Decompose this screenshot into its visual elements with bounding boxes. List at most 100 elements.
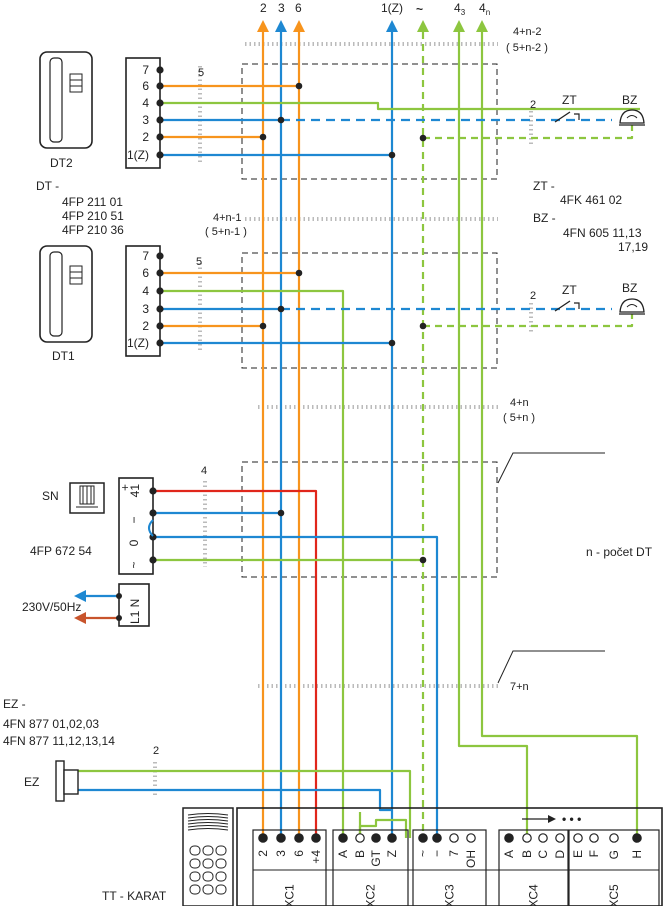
legend-n: n - počet DT: [586, 545, 653, 559]
tt-pin-label-2: 6: [292, 850, 306, 857]
tt-pin-terminal-1: [276, 833, 286, 843]
top-label-6: 6: [295, 1, 302, 15]
tt-pin-terminal-3: [311, 833, 321, 843]
sn-bridge: [148, 519, 154, 537]
wire-green-4-3: [457, 32, 529, 838]
zt-switch-top-icon: [554, 111, 580, 123]
dt2-pin-terminal-5: [156, 151, 164, 159]
dt2-pin-label-0: 7: [142, 63, 149, 77]
wire-dt1-2-dash: [423, 314, 634, 328]
cable-count-dt2: 5: [198, 67, 204, 79]
dt1-pin-label-1: 6: [142, 266, 149, 280]
tt-pin-terminal-2: [294, 833, 304, 843]
top-label-1z: 1(Z): [381, 1, 403, 15]
junction-box-low: [241, 461, 498, 578]
top-label-ac: ~: [416, 2, 423, 16]
zt-label-mid: ZT: [562, 283, 577, 297]
wire-ez-blue: [78, 788, 392, 812]
tt-key-0-2: [215, 845, 227, 856]
dt2-pin-terminal-4: [156, 133, 164, 141]
tt-terminal-block: [236, 807, 663, 906]
tt-group-box-0: [252, 829, 327, 906]
wire-dt2-4: [160, 101, 640, 111]
tt-key-1-0: [189, 858, 201, 869]
top-label-4-3: 43: [454, 1, 466, 17]
bus-low-label-a: 4+n: [510, 397, 529, 409]
tt-pin-label-16: E: [571, 850, 585, 858]
tt-speaker-line-5: [187, 828, 229, 831]
dt1-pin-label-2: 4: [142, 284, 149, 298]
tt-speaker-line-2: [187, 819, 229, 822]
sn-transformer-icon: [69, 482, 105, 514]
ez-lock-icon: [55, 760, 79, 802]
tt-pin-terminal-6: [371, 833, 381, 843]
tt-key-0-1: [202, 845, 214, 856]
dt1-pin-terminal-2: [156, 287, 164, 295]
wire-arrow-icon-4: [417, 20, 429, 32]
junction-dot-2: [259, 133, 267, 141]
bus-sev-label: 7+n: [510, 681, 529, 693]
handset-dt1-icon: [39, 245, 93, 343]
ez-info-code-2: 4FN 877 11,12,13,14: [3, 734, 115, 748]
tt-group-label-4: XC5: [607, 884, 621, 906]
tt-pin-label-19: H: [630, 850, 644, 859]
junction-dot-11: [419, 556, 427, 564]
dt2-pin-label-5: 1(Z): [127, 148, 149, 162]
wire-arrow-icon-1: [275, 20, 287, 32]
tt-pin-terminal-13: [522, 833, 532, 843]
junction-dot-8: [388, 339, 396, 347]
tt-group-box-2: [412, 829, 487, 906]
tt-pin-terminal-18: [609, 833, 619, 843]
cable-count-bz-top: 2: [530, 99, 536, 111]
junction-box-top: [241, 63, 498, 180]
tt-pin-label-18: G: [607, 850, 621, 859]
wires: [78, 32, 640, 838]
tt-key-1-1: [202, 858, 214, 869]
tt-more-dots: • • •: [562, 812, 581, 826]
tt-pin-terminal-0: [258, 833, 268, 843]
sn-pin-ac: ~: [127, 561, 141, 568]
wire-sn-0: [153, 535, 439, 838]
tt-key-0-0: [189, 845, 201, 856]
bz-info-code-1: 4FN 605 11,13: [563, 226, 642, 240]
tt-pin-label-12: A: [502, 850, 516, 858]
dt1-pin-label-0: 7: [142, 249, 149, 263]
sn-pin-0: 0: [127, 539, 141, 546]
sn-pin-minus: −: [127, 516, 141, 523]
tt-pin-label-6: GT: [369, 849, 383, 866]
cable-count-dt1: 5: [196, 256, 202, 268]
dt1-pin-terminal-5: [156, 339, 164, 347]
tt-group-label-0: XC1: [283, 884, 297, 906]
tt-pin-label-15: D: [553, 850, 567, 859]
dt1-terminal-box: [125, 245, 161, 357]
tt-name: TT - KARAT: [102, 889, 167, 903]
bz-info-code-2: 17,19: [618, 240, 648, 254]
dt2-pin-terminal-2: [156, 99, 164, 107]
tt-pin-terminal-4: [338, 833, 348, 843]
cable-count-bz-mid: 2: [530, 290, 536, 302]
ez-info-title: EZ -: [3, 697, 26, 711]
bz-bell-mid-icon: [619, 298, 645, 315]
tt-pin-terminal-9: [432, 833, 442, 843]
dt2-pin-terminal-3: [156, 116, 164, 124]
zt-label-top: ZT: [562, 93, 577, 107]
tt-pin-terminal-5: [355, 833, 365, 843]
tt-group-box-4: [568, 829, 660, 906]
dt1-name: DT1: [52, 349, 75, 363]
tt-pin-label-9: −: [430, 850, 444, 857]
top-label-3: 3: [278, 1, 285, 15]
tt-pin-label-17: F: [587, 850, 601, 857]
zt-info-title: ZT -: [533, 179, 555, 193]
junction-dot-3: [388, 151, 396, 159]
tt-key-2-1: [202, 871, 214, 882]
tt-pin-terminal-8: [418, 833, 428, 843]
bus-low-label-b: ( 5+n ): [503, 412, 535, 424]
tt-pin-label-0: 2: [256, 850, 270, 857]
tt-key-2-0: [189, 871, 201, 882]
tt-pin-label-4: A: [336, 850, 350, 858]
tt-speaker-line-4: [187, 825, 229, 828]
tt-speaker-line-1: [187, 816, 229, 819]
dt2-pin-terminal-1: [156, 82, 164, 90]
